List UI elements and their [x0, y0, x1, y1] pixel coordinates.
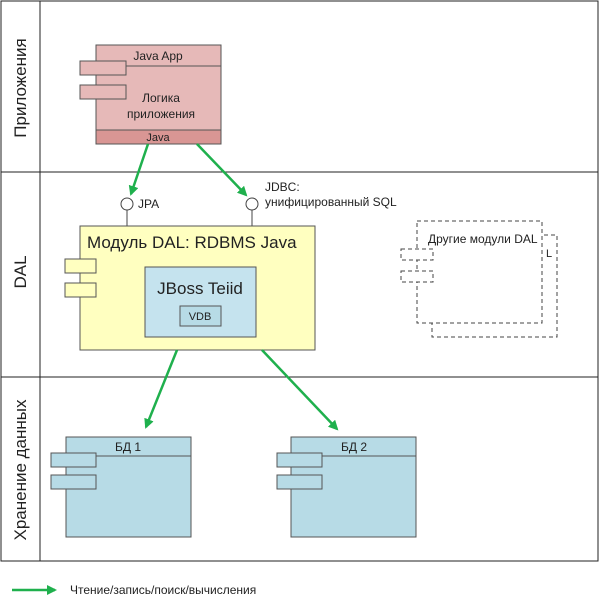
- lane-label-dal: DAL: [11, 255, 30, 288]
- other-dal-modules-back-letter: L: [546, 248, 552, 260]
- vdb-box: [179, 305, 222, 327]
- component-port-icon: [79, 84, 127, 100]
- dal-module-title: Модуль DAL: RDBMS Java: [87, 233, 297, 252]
- legend: Чтение/запись/поиск/вычисления: [12, 583, 256, 597]
- component-port-icon: [276, 474, 323, 490]
- other-dal-modules: [400, 220, 558, 338]
- component-port-icon: [64, 282, 97, 298]
- java-app-title: Java App: [133, 49, 183, 63]
- vdb-label: VDB: [189, 311, 212, 323]
- lane-label-storage: Хранение данных: [11, 399, 30, 541]
- legend-label: Чтение/запись/поиск/вычисления: [70, 583, 256, 597]
- swimlane-frame: [0, 0, 599, 562]
- component-port-icon: [50, 452, 97, 468]
- java-app-component: Java App Логика приложения Java: [79, 44, 222, 145]
- database-1-label: БД 1: [115, 440, 141, 454]
- interface-jdbc-label-line2: унифицированный SQL: [265, 195, 397, 209]
- component-port-icon: [64, 258, 97, 274]
- lane-label-apps: Приложения: [11, 38, 30, 137]
- other-dal-modules-label: Другие модули DAL: [428, 232, 538, 246]
- java-app-footer: Java: [146, 132, 170, 144]
- database-2-component: БД 2: [276, 436, 417, 538]
- arrow-app-to-jdbc: [196, 143, 248, 197]
- arrow-dal-to-db1: [144, 349, 179, 429]
- component-port-icon: [50, 474, 97, 490]
- component-port-icon: [79, 60, 127, 76]
- data-flow-arrows: [128, 143, 339, 431]
- arrow-dal-to-db2: [261, 349, 339, 431]
- database-1-component: БД 1: [50, 436, 192, 538]
- interface-jpa-label: JPA: [138, 197, 159, 211]
- database-2-label: БД 2: [341, 440, 367, 454]
- interface-jdbc-label-line1: JDBC:: [265, 180, 300, 194]
- java-app-logic-line1: Логика: [142, 91, 180, 105]
- teiid-engine-label: JBoss Teiid: [157, 279, 243, 298]
- java-app-logic-line2: приложения: [127, 107, 195, 121]
- interface-jdbc: JDBC: унифицированный SQL: [245, 180, 397, 226]
- interface-jpa: JPA: [120, 197, 159, 226]
- arrow-app-to-jpa: [128, 143, 150, 196]
- dal-module-component: Модуль DAL: RDBMS Java JBoss Teiid VDB: [64, 225, 316, 351]
- component-port-icon: [276, 452, 323, 468]
